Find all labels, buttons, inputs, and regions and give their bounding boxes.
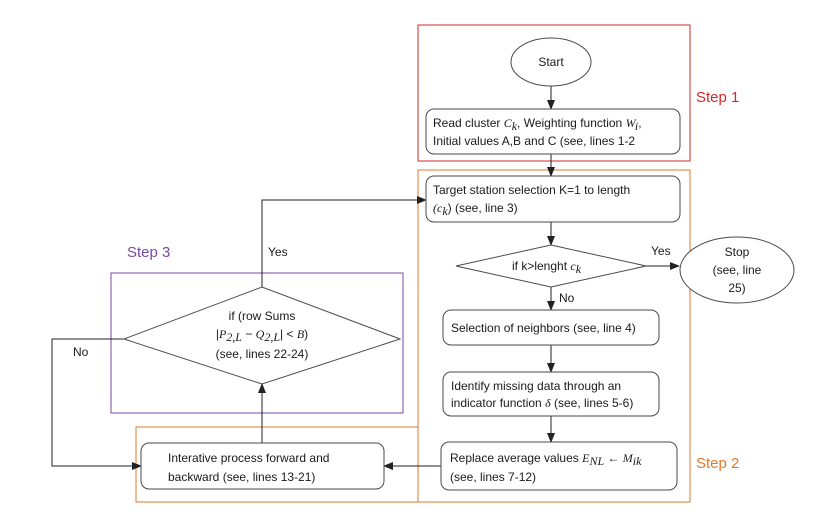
- edge-label-yes-loop: Yes: [268, 245, 288, 259]
- svg-text:Start: Start: [538, 55, 564, 69]
- decision-row-sums-node: if (row Sums |P2,L − Q2,L| < B) (see, li…: [122, 286, 402, 385]
- edge-label-no-left: No: [73, 345, 89, 359]
- start-node: Start: [510, 37, 592, 87]
- iterative-process-node: Interative process forward and backward …: [140, 442, 385, 490]
- svg-text:Target station selection K=1 t: Target station selection K=1 to length: [433, 183, 630, 197]
- svg-text:Initial values A,B and C (see,: Initial values A,B and C (see, lines 1-2: [433, 134, 635, 148]
- selection-neighbors-node: Selection of neighbors (see, line 4): [442, 309, 660, 346]
- svg-text:Interative process forward and: Interative process forward and: [168, 451, 329, 465]
- svg-text:if (row Sums: if (row Sums: [229, 309, 296, 323]
- svg-text:Read cluster Ck, Weighting fun: Read cluster Ck, Weighting function Wi,: [433, 116, 642, 133]
- target-station-node: Target station selection K=1 to length (…: [425, 175, 681, 223]
- edge-label-yes-stop: Yes: [651, 244, 671, 258]
- step3-frame: [110, 272, 404, 414]
- svg-text:Selection of neighbors (see, l: Selection of neighbors (see, line 4): [451, 321, 636, 335]
- step2-label: Step 2: [696, 455, 739, 472]
- read-cluster-node: Read cluster Ck, Weighting function Wi, …: [425, 108, 681, 155]
- svg-text:(ck) (see, line 3): (ck) (see, line 3): [433, 201, 518, 218]
- step3-label: Step 3: [127, 244, 170, 261]
- svg-text:if k>lenght ck: if k>lenght ck: [512, 259, 582, 276]
- svg-text:25): 25): [728, 281, 745, 295]
- svg-text:(see, lines 7-12): (see, lines 7-12): [450, 470, 536, 484]
- step1-label: Step 1: [696, 89, 739, 106]
- edge-yes-loop-to-target: [261, 196, 427, 287]
- svg-text:|P2,L − Q2,L| < B): |P2,L − Q2,L| < B): [216, 327, 308, 344]
- identify-missing-node: Identify missing data through an indicat…: [442, 371, 660, 417]
- replace-average-node: Replace average values ENL ← Mik (see, l…: [440, 441, 678, 491]
- svg-text:backward (see, lines 13-21): backward (see, lines 13-21): [168, 470, 315, 484]
- edge-label-no-down: No: [559, 291, 575, 305]
- svg-text:Identify missing data through: Identify missing data through an: [451, 379, 621, 393]
- stop-node: Stop (see, line 25): [679, 236, 795, 304]
- svg-text:indicator function δ (see, lin: indicator function δ (see, lines 5-6): [451, 396, 633, 410]
- svg-text:(see, lines 22-24): (see, lines 22-24): [216, 347, 309, 361]
- step1-frame: [417, 24, 691, 162]
- svg-text:Replace average values ENL ← M: Replace average values ENL ← Mik: [450, 451, 642, 468]
- svg-text:(see, line: (see, line: [713, 263, 762, 277]
- decision-k-node: if k>lenght ck: [455, 244, 647, 288]
- svg-text:Stop: Stop: [725, 245, 750, 259]
- edge-no-loop-to-iterative: [51, 338, 142, 470]
